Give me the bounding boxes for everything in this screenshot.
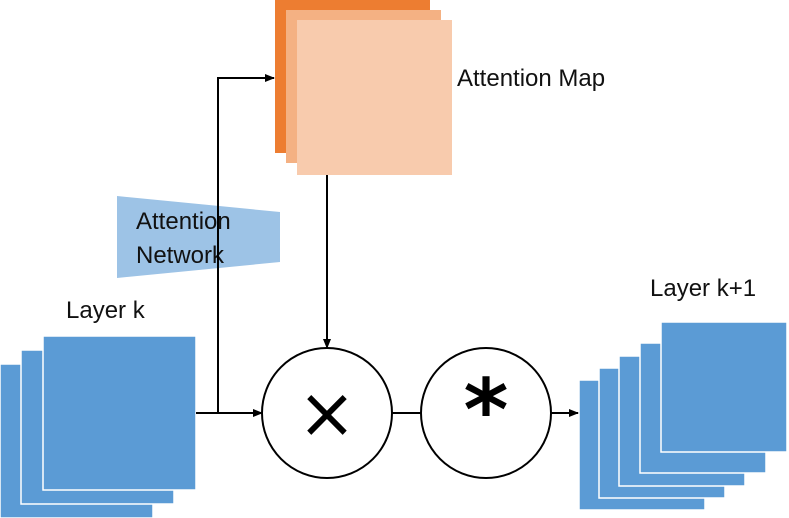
multiply-symbol: × [298, 372, 357, 454]
multiply-circle [261, 347, 393, 479]
attention-network-label-line2: Network [136, 242, 225, 269]
attention-map-stack [275, 0, 452, 175]
convolve-circle [420, 347, 552, 479]
convolve-operator: * [420, 347, 552, 479]
layer-k-label: Layer k [66, 297, 146, 324]
layer-k-stack [0, 335, 197, 518]
attention-map-label: Attention Map [457, 65, 605, 92]
layer-k-plus-1-stack [578, 321, 788, 511]
convolve-symbol: * [464, 361, 509, 461]
layer-k-plus-1-label: Layer k+1 [650, 275, 756, 302]
layer-k1-sheet-5 [660, 321, 788, 453]
multiply-operator: × [261, 347, 393, 479]
attention-network-label-line1: Attention [136, 208, 231, 235]
attention-map-sheet-front [297, 20, 452, 175]
attention-network-shape [117, 196, 280, 278]
connectors [196, 74, 579, 417]
connector-branch-to-attention-map [217, 74, 275, 413]
layer-k-sheet-3 [42, 335, 197, 491]
